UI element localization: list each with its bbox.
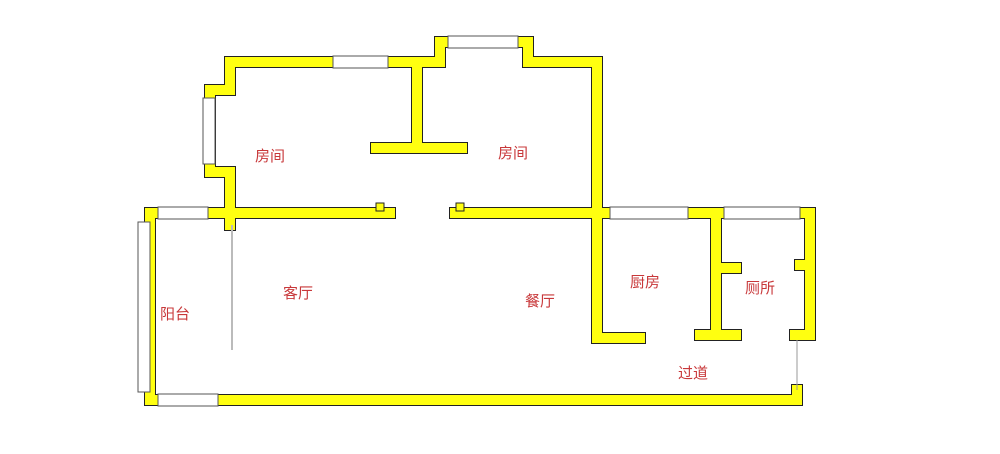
room-label-balcony: 阳台 <box>160 305 191 323</box>
window <box>332 55 389 69</box>
room-label-corridor: 过道 <box>678 364 709 382</box>
window <box>157 393 219 407</box>
window <box>609 206 689 220</box>
room-label-dining-room: 餐厅 <box>525 292 556 310</box>
room-label-living-room: 客厅 <box>283 284 314 302</box>
window <box>447 35 519 49</box>
wall-stub <box>375 202 385 212</box>
window <box>723 206 801 220</box>
walls-fill <box>145 37 815 405</box>
window <box>202 97 216 165</box>
windows <box>137 35 801 407</box>
room-label-toilet: 厕所 <box>745 279 776 297</box>
room-label-bedroom-left: 房间 <box>255 147 286 165</box>
window <box>137 221 151 393</box>
room-label-bedroom-right: 房间 <box>498 144 529 162</box>
window <box>157 206 209 220</box>
wall-stub <box>455 202 465 212</box>
room-label-kitchen: 厨房 <box>630 273 661 291</box>
